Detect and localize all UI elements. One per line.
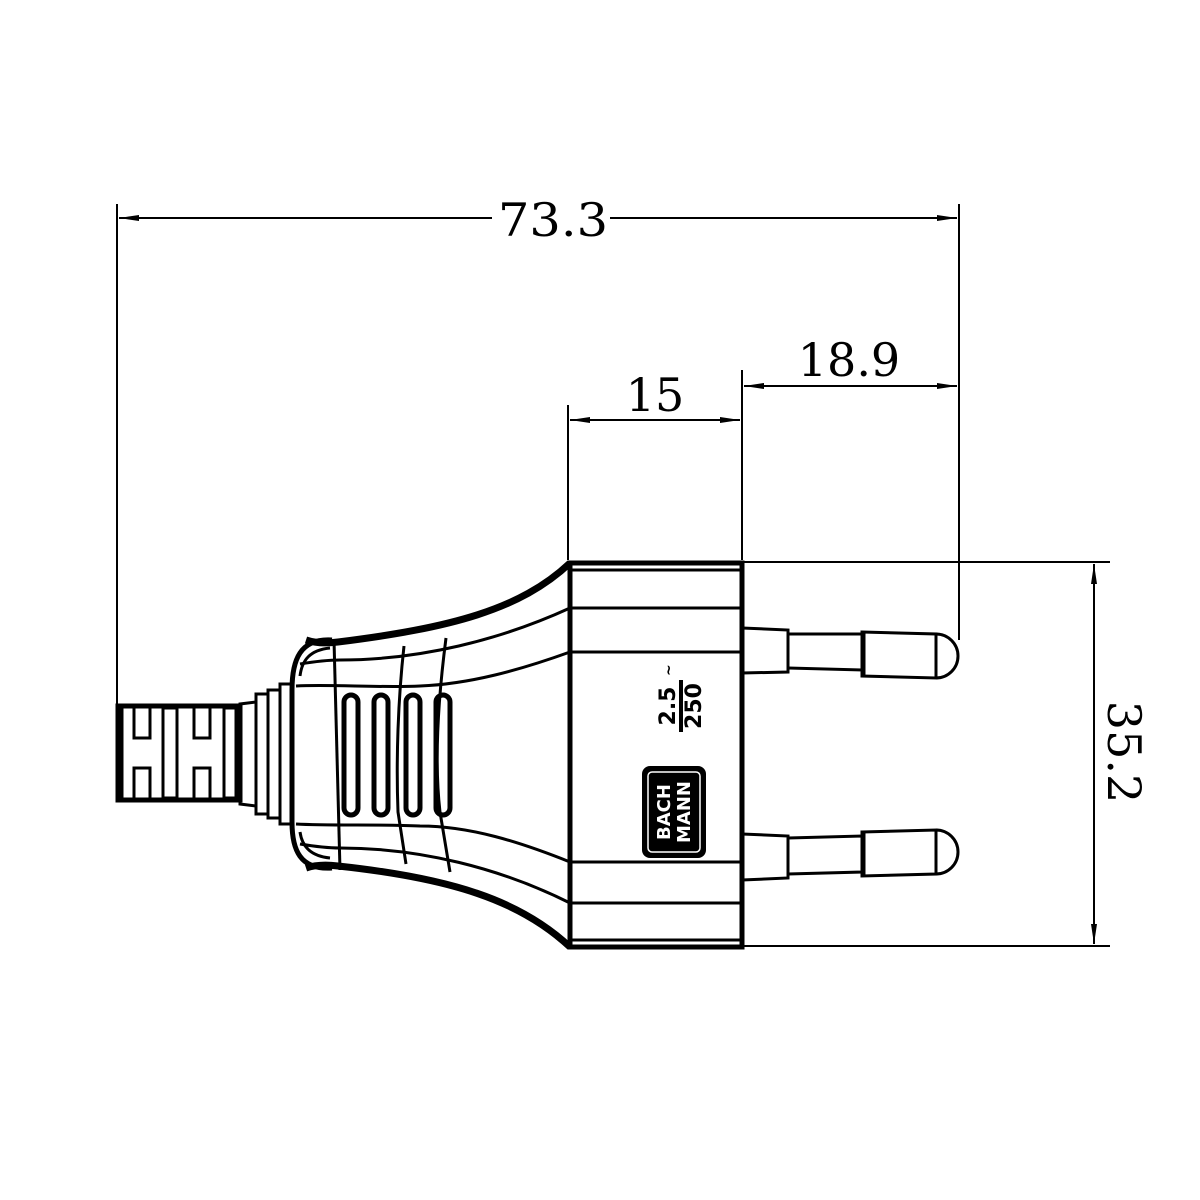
dimension-pin-length: 18.9	[744, 333, 957, 389]
dimension-label-body-width: 15	[626, 368, 685, 422]
rating-voltage: 250	[682, 683, 707, 729]
grip-slot	[433, 692, 453, 818]
dimension-overall-length: 73.3	[116, 193, 960, 710]
pin-bottom	[741, 828, 960, 882]
grip-slots	[341, 692, 453, 818]
dimension-label-overall: 73.3	[498, 193, 608, 247]
plug-grip	[289, 560, 573, 950]
dimension-label-pin-length: 18.9	[798, 333, 900, 387]
cable-end	[115, 703, 243, 803]
plug-front-body	[567, 560, 745, 950]
dimension-body-width: 15	[567, 368, 743, 560]
body-outline	[567, 560, 745, 950]
brand-line-2: MANN	[674, 781, 695, 843]
dimension-body-height: 35.2	[742, 561, 1151, 947]
cable-strain-relief	[115, 682, 294, 826]
grip-slot	[341, 692, 361, 818]
dimension-label-body-height: 35.2	[1097, 701, 1151, 803]
cable-ribs	[132, 706, 238, 800]
rating-current: 2.5	[656, 687, 681, 726]
pin-top	[741, 626, 960, 680]
brand-logo: BACH MANN	[642, 766, 706, 858]
grip-slot	[371, 692, 391, 818]
rating-ac-symbol: ~	[661, 664, 677, 676]
rating-marking: 2.5 250 ~	[656, 664, 707, 732]
grip-slot	[403, 692, 423, 818]
brand-line-1: BACH	[654, 784, 675, 840]
brand-badge	[642, 766, 706, 858]
